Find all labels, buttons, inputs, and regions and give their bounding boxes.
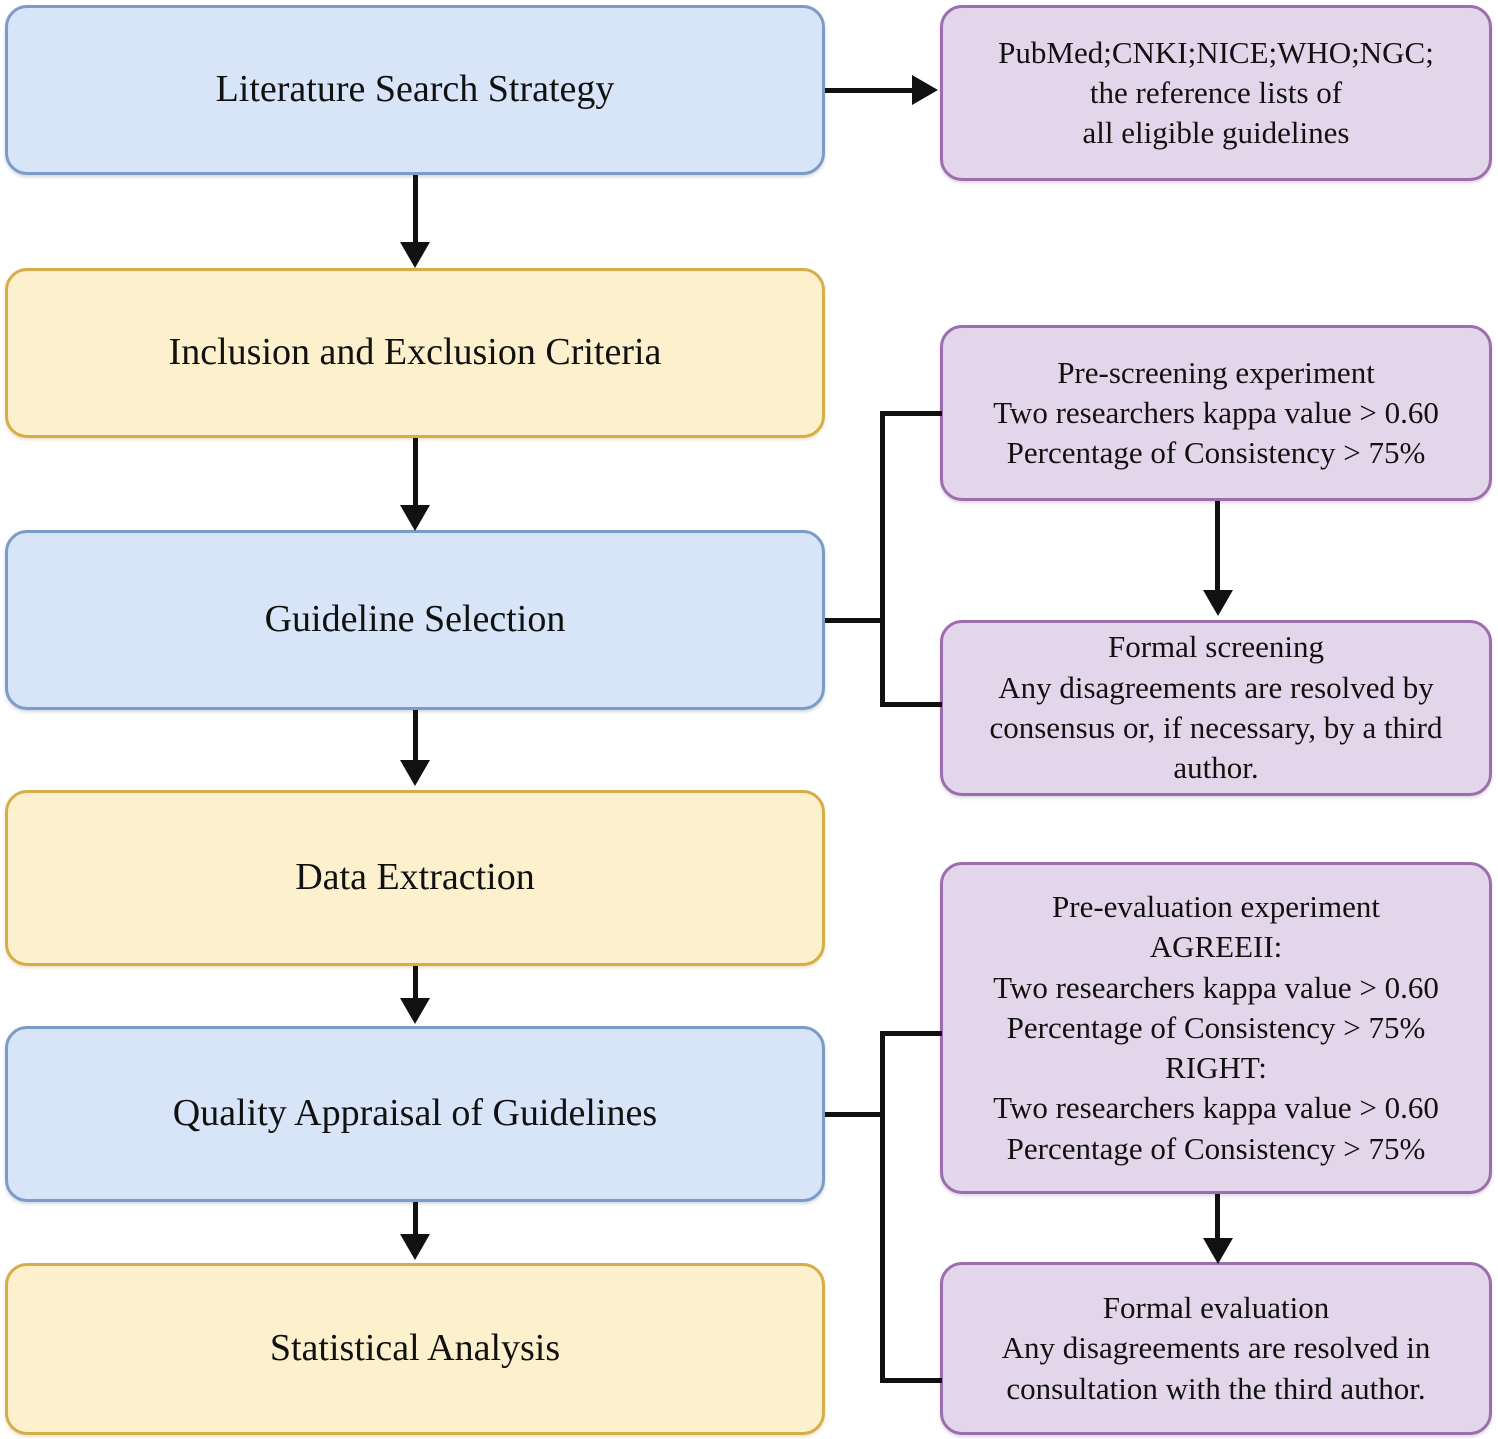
- connector-prescreen-to-formal-arrow: [1203, 590, 1233, 616]
- node-databases-sources[interactable]: PubMed;CNKI;NICE;WHO;NGC; the reference …: [940, 5, 1492, 181]
- connector-selection-bracket-spine: [880, 411, 885, 707]
- connector-appraisal-bracket-spine: [880, 1031, 885, 1383]
- node-label: Guideline Selection: [264, 598, 566, 641]
- connector-preeval-to-formal-arrow: [1203, 1238, 1233, 1264]
- connector-selection-bracket-bottom-arm: [880, 702, 942, 707]
- node-inclusion-and-exclusion-criteria[interactable]: Inclusion and Exclusion Criteria: [5, 268, 825, 438]
- connector-criteria-to-selection-arrow: [400, 505, 430, 531]
- node-label: Pre-screening experiment Two researchers…: [993, 354, 1439, 471]
- connector-prescreen-to-formal-line: [1215, 501, 1220, 593]
- node-literature-search-strategy[interactable]: Literature Search Strategy: [5, 5, 825, 175]
- node-formal-evaluation[interactable]: Formal evaluation Any disagreements are …: [940, 1262, 1492, 1435]
- connector-search-to-criteria-arrow: [400, 242, 430, 268]
- connector-selection-bracket-top-arm: [880, 411, 942, 416]
- connector-search-to-criteria-line: [413, 175, 418, 245]
- node-label: Statistical Analysis: [269, 1327, 561, 1370]
- connector-search-to-databases-arrow: [912, 75, 938, 105]
- node-pre-screening-experiment[interactable]: Pre-screening experiment Two researchers…: [940, 325, 1492, 501]
- node-label: Quality Appraisal of Guidelines: [172, 1092, 658, 1135]
- connector-extraction-to-appraisal-line: [413, 966, 418, 1001]
- connector-search-to-databases-line: [825, 88, 917, 93]
- connector-criteria-to-selection-line: [413, 438, 418, 508]
- node-label: PubMed;CNKI;NICE;WHO;NGC; the reference …: [998, 34, 1434, 151]
- node-data-extraction[interactable]: Data Extraction: [5, 790, 825, 966]
- node-pre-evaluation-experiment[interactable]: Pre-evaluation experiment AGREEII: Two r…: [940, 862, 1492, 1194]
- connector-preeval-to-formal-line: [1215, 1194, 1220, 1244]
- node-label: Pre-evaluation experiment AGREEII: Two r…: [993, 888, 1439, 1166]
- connector-extraction-to-appraisal-arrow: [400, 998, 430, 1024]
- connector-selection-to-extraction-arrow: [400, 760, 430, 786]
- connector-appraisal-bracket-stem: [825, 1112, 885, 1117]
- node-label: Formal screening Any disagreements are r…: [989, 629, 1443, 786]
- node-label: Data Extraction: [295, 856, 535, 899]
- node-label: Literature Search Strategy: [215, 68, 615, 111]
- node-statistical-analysis[interactable]: Statistical Analysis: [5, 1263, 825, 1435]
- connector-selection-bracket-stem: [825, 618, 885, 623]
- connector-appraisal-bracket-bottom-arm: [880, 1378, 942, 1383]
- node-guideline-selection[interactable]: Guideline Selection: [5, 530, 825, 710]
- node-label: Formal evaluation Any disagreements are …: [1001, 1290, 1431, 1406]
- connector-appraisal-to-statistical-arrow: [400, 1234, 430, 1260]
- node-formal-screening[interactable]: Formal screening Any disagreements are r…: [940, 620, 1492, 796]
- node-label: Inclusion and Exclusion Criteria: [168, 331, 662, 374]
- node-quality-appraisal-of-guidelines[interactable]: Quality Appraisal of Guidelines: [5, 1026, 825, 1202]
- connector-appraisal-to-statistical-line: [413, 1202, 418, 1237]
- connector-selection-to-extraction-line: [413, 710, 418, 762]
- connector-appraisal-bracket-top-arm: [880, 1031, 942, 1036]
